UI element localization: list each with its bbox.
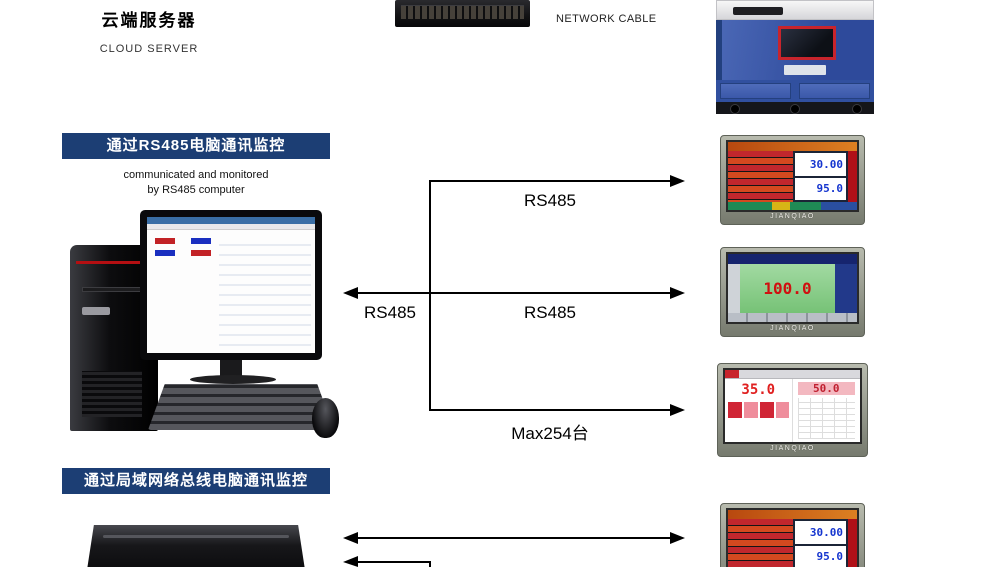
temp-controller-2: 100.0 JIANQIAO	[720, 247, 865, 337]
screen-header	[725, 370, 860, 379]
switch-top-edge	[102, 535, 290, 538]
arrow-heads	[343, 175, 685, 567]
screen-left-strip	[728, 264, 740, 313]
screen-content	[147, 230, 315, 353]
screen-parameter-rows	[728, 519, 793, 567]
chamber-control-panel	[784, 65, 826, 75]
temp-controller-3: 35.0 50.0 JIANQIAO	[717, 363, 868, 457]
monitor-stand	[220, 360, 242, 378]
chamber-cabinet-door	[799, 83, 870, 99]
screen-footer	[728, 202, 857, 210]
screen-header	[728, 510, 857, 519]
screen-body: 30.00 95.0	[728, 519, 857, 567]
screen-color-blocks	[728, 402, 789, 418]
screen-title-bar	[147, 217, 315, 224]
lan-section-banner: 通过局域网络总线电脑通讯监控	[62, 468, 330, 494]
humidity-value: 95.0	[794, 177, 846, 200]
cloud-server-title-en: CLOUD SERVER	[99, 43, 199, 55]
tower-vents	[82, 371, 142, 417]
controller-brand: JIANQIAO	[770, 445, 815, 452]
screen-header	[728, 254, 857, 264]
screen-header	[728, 142, 857, 151]
display-value: 100.0	[763, 279, 812, 298]
subtitle-line2: by RS485 computer	[147, 184, 245, 196]
cloud-server-label: 云端服务器 CLOUD SERVER	[60, 6, 238, 55]
network-cable-label: NETWORK CABLE	[556, 13, 657, 25]
caster-wheel	[730, 104, 740, 114]
network-switch-top-image	[395, 0, 530, 27]
screen-parameter-rows	[728, 151, 793, 202]
rs485-label-top: RS485	[524, 191, 576, 210]
max-units-label: Max254台	[511, 424, 589, 443]
controller-frame: 100.0 JIANQIAO	[720, 247, 865, 337]
rs485-section-subtitle: communicated and monitored by RS485 comp…	[62, 168, 330, 198]
rs485-section-banner: 通过RS485电脑通讯监控	[62, 133, 330, 159]
temperature-value: 30.00	[794, 521, 846, 544]
screen-right-panel: 50.0	[792, 379, 860, 442]
screen-body: 100.0	[728, 264, 857, 313]
tower-logo-badge	[82, 307, 110, 315]
controller-frame: 30.00 95.0 JIANQIAO	[720, 503, 865, 567]
mouse	[312, 398, 339, 438]
lan-switch-image	[85, 525, 307, 567]
tower-dvd-slot	[82, 287, 142, 292]
caster-wheel	[852, 104, 862, 114]
rs485-label-mid: RS485	[524, 303, 576, 322]
screen-display-area: 100.0	[740, 264, 835, 313]
controller-frame: 35.0 50.0 JIANQIAO	[717, 363, 868, 457]
chamber-base	[716, 102, 874, 114]
monitor-screen	[147, 217, 315, 353]
temp-controller-1: 30.00 95.0 JIANQIAO	[720, 135, 865, 225]
monitor-base	[190, 375, 276, 384]
chamber-vent	[733, 7, 783, 15]
keyboard	[148, 384, 334, 430]
computer-image	[62, 210, 340, 442]
screen-side-strip	[848, 151, 857, 202]
controller-brand: JIANQIAO	[770, 325, 815, 332]
temp-controller-4: 30.00 95.0 JIANQIAO	[720, 503, 865, 567]
screen-footer	[728, 313, 857, 322]
cloud-server-title-zh: 云端服务器	[101, 11, 197, 30]
tower-accent-stripe	[76, 261, 148, 264]
controller-screen: 30.00 95.0	[726, 508, 859, 567]
caster-wheel	[790, 104, 800, 114]
screen-table-grid	[797, 398, 855, 439]
chamber-cabinet-door	[720, 83, 791, 99]
controller-screen: 30.00 95.0	[726, 140, 859, 212]
screen-body: 35.0 50.0	[725, 379, 860, 442]
screen-values: 30.00 95.0	[792, 151, 848, 202]
temperature-value: 30.00	[794, 153, 846, 176]
controller-screen: 100.0	[726, 252, 859, 324]
humidity-value: 95.0	[794, 545, 846, 567]
screen-body: 30.00 95.0	[728, 151, 857, 202]
controller-screen: 35.0 50.0	[723, 368, 862, 444]
switch-ports	[401, 5, 524, 19]
chamber-lower-cabinet	[716, 80, 874, 102]
screen-right-strip	[835, 264, 857, 313]
screen-side-strip	[848, 519, 857, 567]
controller-brand: JIANQIAO	[770, 213, 815, 220]
humidity-value: 50.0	[797, 382, 855, 395]
controller-frame: 30.00 95.0 JIANQIAO	[720, 135, 865, 225]
subtitle-line1: communicated and monitored	[123, 169, 269, 181]
chamber-top-panel	[716, 0, 874, 20]
chamber-body	[716, 20, 874, 80]
monitor	[140, 210, 322, 360]
screen-values: 30.00 95.0	[792, 519, 848, 567]
rs485-label-left: RS485	[364, 303, 416, 322]
screen-menu-bar	[147, 224, 315, 230]
temperature-value: 35.0	[741, 382, 776, 398]
screen-left-panel: 35.0	[725, 379, 793, 442]
bus-lines	[357, 180, 671, 567]
chamber-window	[778, 26, 836, 60]
test-chamber-image	[716, 0, 874, 114]
